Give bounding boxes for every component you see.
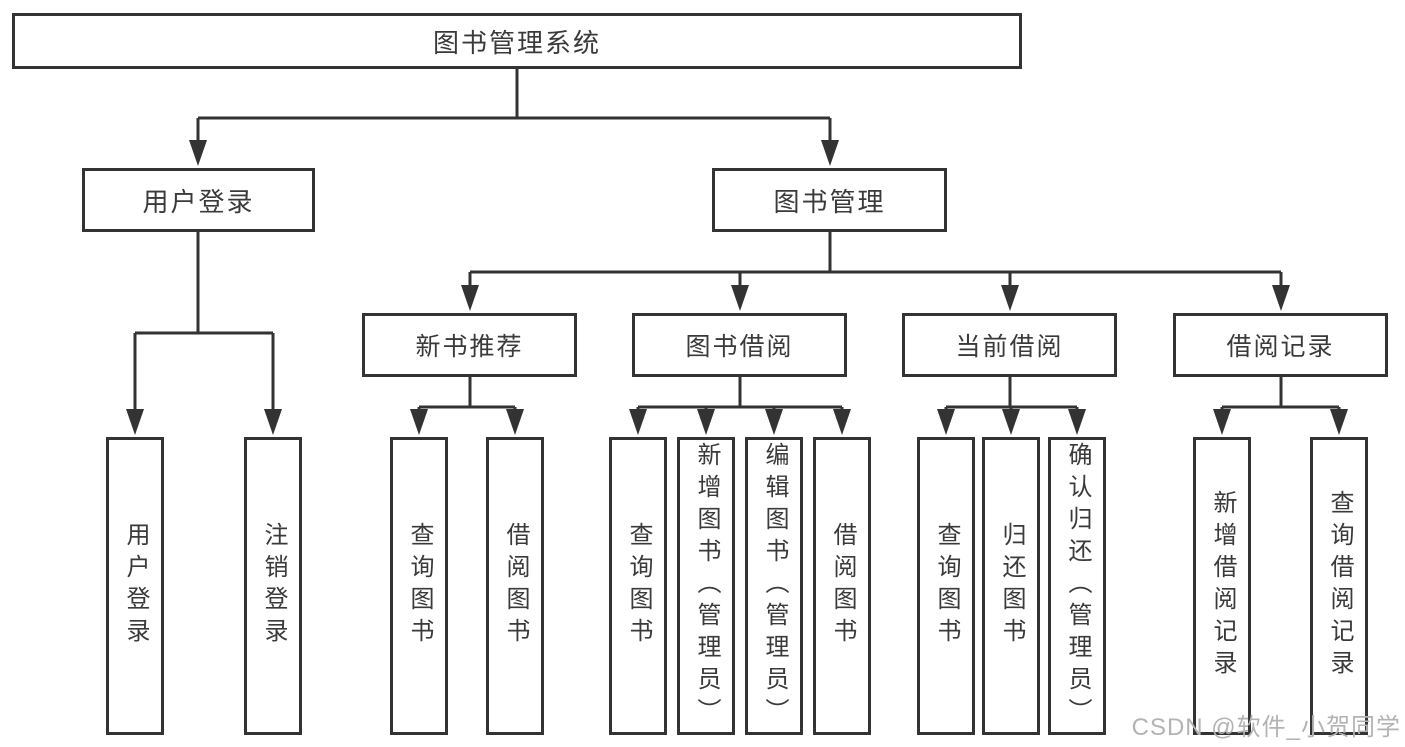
node-book-borrowing: 图书借阅 (632, 313, 847, 377)
leaf-label: 查询图书 (933, 522, 960, 650)
leaf-label: 归还图书 (998, 522, 1025, 650)
node-label: 当前借阅 (955, 333, 1064, 361)
leaf-label: 确认归还（管理员） (1064, 442, 1091, 730)
leaf-logout: 注销登录 (244, 437, 302, 735)
leaf-add-books-admin: 新增图书（管理员） (677, 437, 735, 735)
leaf-label: 借阅图书 (829, 522, 856, 650)
node-label: 借阅记录 (1226, 333, 1335, 361)
leaf-query-books-recommend: 查询图书 (390, 437, 448, 735)
leaf-label: 新增图书（管理员） (693, 442, 720, 730)
leaf-label: 查询借阅记录 (1326, 490, 1353, 682)
node-label: 图书管理 (773, 186, 886, 217)
leaf-confirm-return-admin: 确认归还（管理员） (1048, 437, 1106, 735)
node-new-book-recommend: 新书推荐 (362, 313, 577, 377)
leaf-label: 新增借阅记录 (1209, 490, 1236, 682)
leaf-label: 编辑图书（管理员） (761, 442, 788, 730)
leaf-label: 注销登录 (260, 522, 287, 650)
leaf-add-borrow-record: 新增借阅记录 (1193, 437, 1251, 735)
node-label: 新书推荐 (415, 333, 524, 361)
leaf-label: 借阅图书 (502, 522, 529, 650)
leaf-return-books: 归还图书 (982, 437, 1040, 735)
arrowhead-icons (126, 140, 1348, 435)
node-current-borrowing: 当前借阅 (902, 313, 1117, 377)
leaf-query-books-borrowing: 查询图书 (609, 437, 667, 735)
watermark: CSDN @软件_小贺同学 (1131, 714, 1401, 741)
node-label: 用户登录 (142, 186, 255, 217)
node-book-management: 图书管理 (712, 168, 947, 232)
leaf-label: 用户登录 (122, 522, 149, 650)
leaf-query-borrow-record: 查询借阅记录 (1310, 437, 1368, 735)
leaf-label: 查询图书 (406, 522, 433, 650)
leaf-query-books-current: 查询图书 (917, 437, 975, 735)
leaf-borrow-books-recommend: 借阅图书 (486, 437, 544, 735)
node-borrowing-records: 借阅记录 (1173, 313, 1388, 377)
leaf-borrow-books: 借阅图书 (813, 437, 871, 735)
leaf-user-login: 用户登录 (106, 437, 164, 735)
node-user-login: 用户登录 (82, 168, 315, 232)
node-label: 图书管理系统 (432, 27, 601, 58)
leaf-label: 查询图书 (625, 522, 652, 650)
node-label: 图书借阅 (685, 333, 794, 361)
node-root-system: 图书管理系统 (12, 13, 1022, 69)
leaf-edit-books-admin: 编辑图书（管理员） (745, 437, 803, 735)
